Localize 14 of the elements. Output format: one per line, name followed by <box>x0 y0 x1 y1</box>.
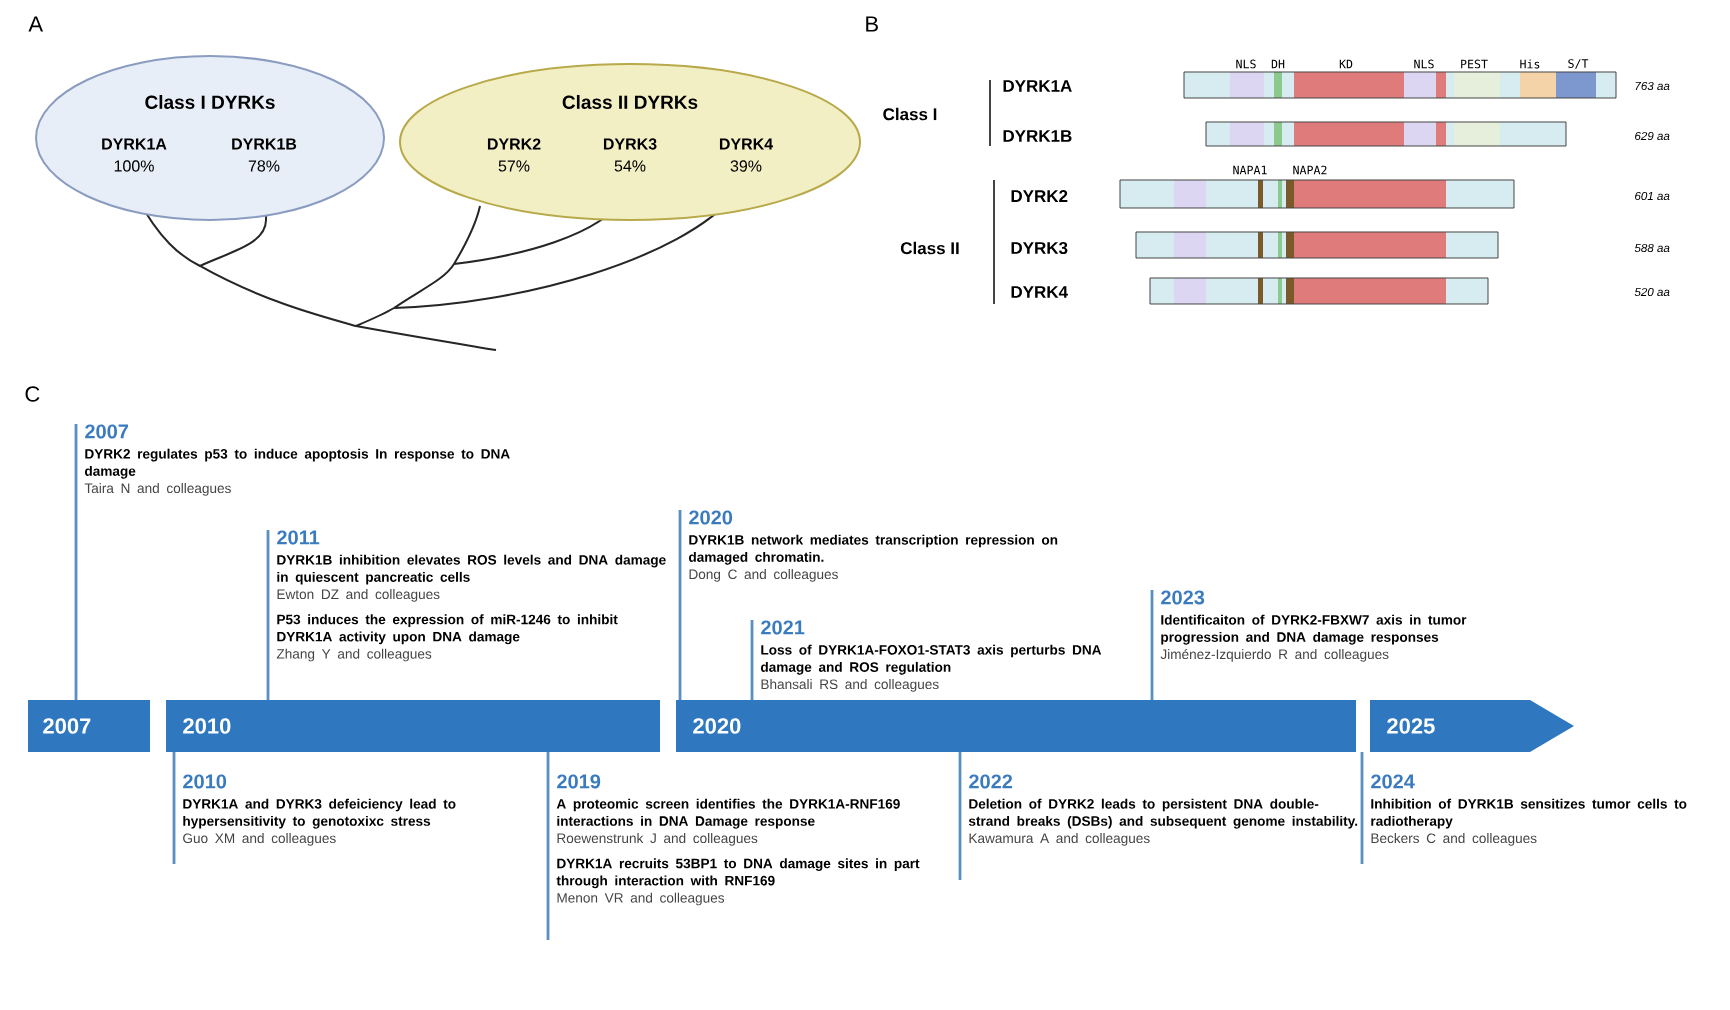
timeline-segment: 2010 <box>166 700 660 752</box>
timeline-segment: 2020 <box>676 700 1356 752</box>
class-label: Class I <box>883 107 937 121</box>
panel-letter: C <box>25 386 40 402</box>
protein-name: DYRK1A <box>1003 80 1072 92</box>
protein-name: DYRK4 <box>1011 286 1068 298</box>
panel-letter: B <box>866 16 878 32</box>
protein-name: DYRK2 <box>1011 190 1068 202</box>
timeline-segment: 2007 <box>28 700 150 752</box>
protein-name: DYRK3 <box>1011 241 1068 254</box>
protein-name: DYRK1B <box>1003 130 1072 142</box>
class-label: Class II <box>900 241 959 255</box>
timeline-segment: 2025 <box>1370 700 1574 752</box>
panel-letter: A <box>28 16 44 32</box>
